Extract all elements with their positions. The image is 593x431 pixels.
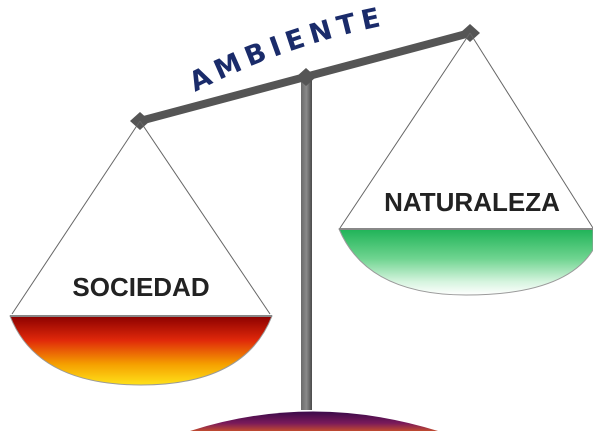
- left-pan-label: SOCIEDAD: [72, 272, 209, 302]
- left-pan-strings: [11, 120, 271, 315]
- left-pan: [9, 315, 273, 386]
- right-pan: [338, 228, 593, 296]
- scale-base: [190, 411, 438, 431]
- scale-post: [301, 78, 312, 410]
- right-pan-strings: [339, 32, 593, 229]
- beam-pivot: [296, 68, 316, 86]
- right-pan-label: NATURALEZA: [384, 187, 560, 217]
